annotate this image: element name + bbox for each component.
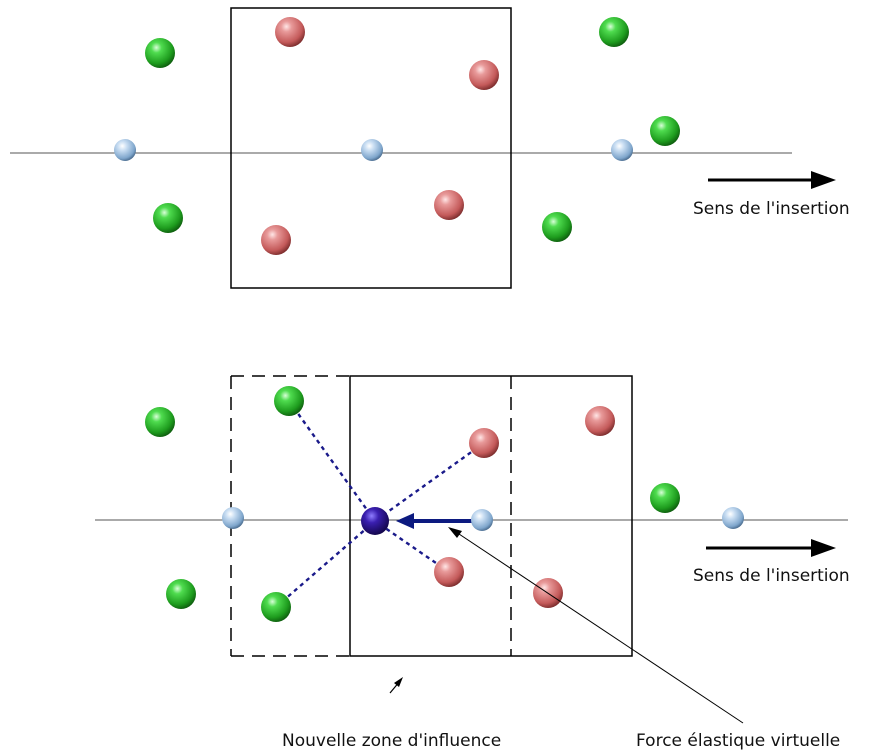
top-influence-zone [230, 7, 512, 289]
virtual-force-arrow [396, 513, 472, 529]
blue-sphere [114, 139, 136, 161]
blue-sphere [361, 139, 383, 161]
insertion-direction-label-bottom: Sens de l'insertion [693, 566, 850, 586]
blue-sphere [611, 139, 633, 161]
red-sphere [261, 225, 291, 255]
insertion-direction-arrow-bottom [706, 539, 836, 557]
green-sphere [650, 116, 680, 146]
insertion-direction-arrow-top [708, 171, 836, 189]
red-sphere [585, 406, 615, 436]
inserted-atom-sphere [361, 507, 389, 535]
red-sphere [469, 60, 499, 90]
green-sphere [145, 407, 175, 437]
zone-callout-pointer [389, 677, 403, 694]
green-sphere [274, 386, 304, 416]
new-influence-zone-box [349, 375, 633, 657]
green-sphere [542, 212, 572, 242]
insertion-direction-label-top: Sens de l'insertion [693, 199, 850, 219]
green-sphere [650, 483, 680, 513]
top-panel [10, 7, 836, 289]
red-sphere [469, 428, 499, 458]
neighbor-links [275, 400, 485, 608]
red-sphere [434, 190, 464, 220]
green-sphere [599, 17, 629, 47]
red-sphere [434, 557, 464, 587]
virtual-elastic-force-label: Force élastique virtuelle [636, 731, 841, 751]
blue-sphere [471, 509, 493, 531]
red-sphere [275, 17, 305, 47]
new-influence-zone-label: Nouvelle zone d'influence [282, 731, 502, 751]
green-sphere [261, 592, 291, 622]
green-sphere [153, 203, 183, 233]
green-sphere [145, 38, 175, 68]
bottom-panel [95, 375, 848, 724]
green-sphere [166, 579, 196, 609]
force-callout-pointer [448, 527, 744, 724]
blue-sphere [722, 507, 744, 529]
blue-sphere [222, 507, 244, 529]
previous-influence-zone [230, 375, 512, 657]
